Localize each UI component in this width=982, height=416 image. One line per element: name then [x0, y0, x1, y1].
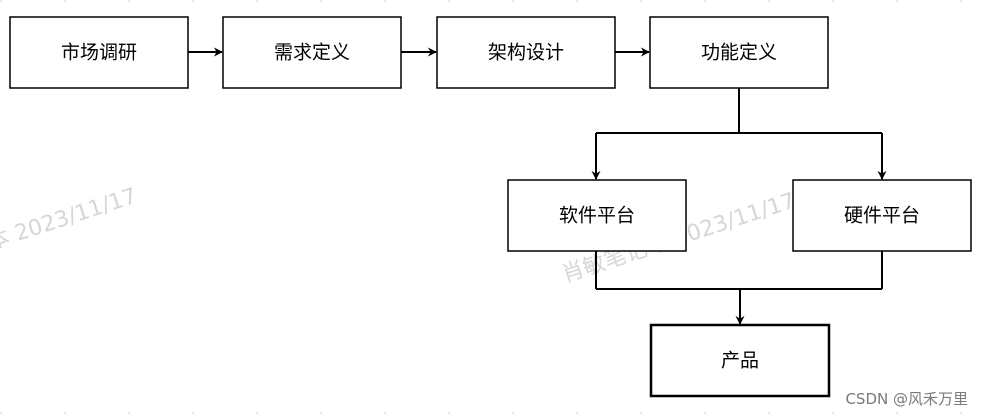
- watermark-left: 本 2023/11/17: [0, 184, 140, 256]
- csdn-credit: CSDN @风禾万里: [845, 390, 968, 408]
- svg-text:软件平台: 软件平台: [559, 205, 635, 227]
- node-product: 产品: [649, 323, 831, 398]
- node-market-research: 市场调研: [9, 16, 189, 89]
- node-requirement-definition: 需求定义: [222, 16, 402, 89]
- svg-text:市场调研: 市场调研: [61, 42, 137, 64]
- node-hardware-platform: 硬件平台: [792, 179, 972, 252]
- svg-text:需求定义: 需求定义: [274, 42, 350, 64]
- svg-text:产品: 产品: [721, 350, 759, 372]
- svg-text:硬件平台: 硬件平台: [844, 205, 920, 227]
- svg-text:功能定义: 功能定义: [701, 42, 777, 64]
- node-software-platform: 软件平台: [507, 179, 687, 252]
- node-architecture-design: 架构设计: [436, 16, 616, 89]
- svg-text:架构设计: 架构设计: [488, 42, 564, 64]
- node-function-definition: 功能定义: [649, 16, 829, 89]
